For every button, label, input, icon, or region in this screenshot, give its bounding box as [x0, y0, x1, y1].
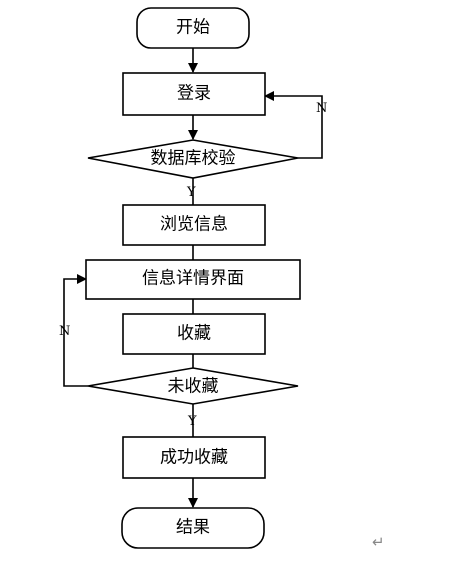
- favorite-label: 收藏: [177, 324, 211, 344]
- not-favorited-yes-label: Y: [187, 414, 197, 429]
- success-process: [122, 436, 266, 479]
- start-terminal: [136, 7, 250, 49]
- login-label: 登录: [177, 84, 211, 104]
- not-favorited-no-label: N: [59, 324, 70, 339]
- start-label: 开始: [176, 18, 210, 38]
- db-check-label: 数据库校验: [151, 149, 236, 169]
- end-label: 结果: [176, 518, 210, 538]
- db-check-decision: [87, 139, 299, 179]
- browse-label: 浏览信息: [160, 215, 228, 235]
- not-favorited-label: 未收藏: [168, 377, 219, 397]
- browse-process: [122, 204, 266, 246]
- return-mark-icon: ↵: [372, 533, 385, 551]
- edge-not-favorited-no-loop: [63, 274, 88, 387]
- not-favorited-decision: [87, 367, 299, 405]
- edge-db-check-no-loop: [264, 91, 323, 159]
- db-check-yes-label: Y: [186, 185, 196, 200]
- detail-process: [85, 259, 301, 300]
- db-check-no-label: N: [316, 101, 327, 116]
- login-process: [122, 72, 266, 116]
- detail-label: 信息详情界面: [142, 269, 244, 289]
- end-terminal: [121, 507, 265, 549]
- favorite-process: [122, 313, 266, 355]
- success-label: 成功收藏: [160, 448, 228, 468]
